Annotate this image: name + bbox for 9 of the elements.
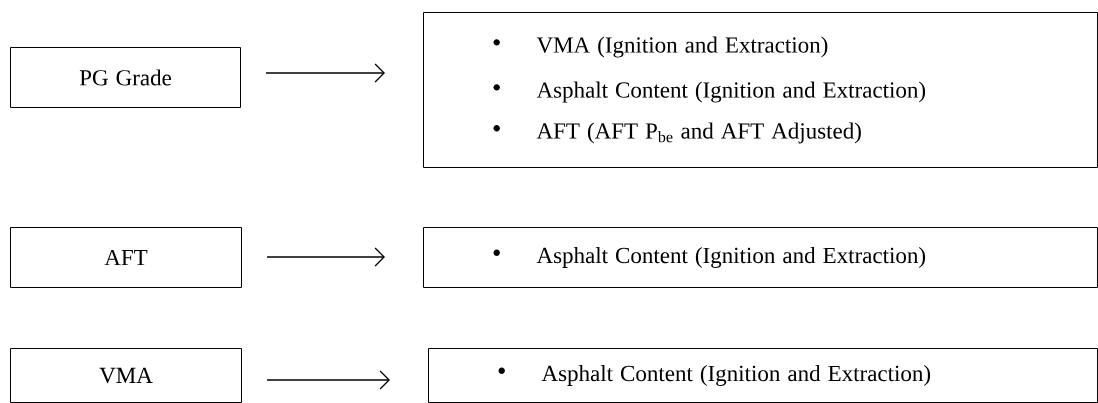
- label-box: VMA: [10, 348, 242, 403]
- arrow: [265, 63, 385, 83]
- label-box: AFT: [10, 227, 242, 288]
- bullet-list-box: Asphalt Content (Ignition and Extraction): [428, 348, 1098, 403]
- arrow: [266, 370, 390, 390]
- label-box: PG Grade: [10, 47, 241, 108]
- bullet-list-box: VMA (Ignition and Extraction) Asphalt Content (Ignition and Extraction) AFT (AFT P$_{be}$ and AFT Adjusted): [423, 12, 1098, 168]
- bullet-list-box: Asphalt Content (Ignition and Extraction): [423, 227, 1098, 288]
- arrow: [266, 247, 385, 267]
